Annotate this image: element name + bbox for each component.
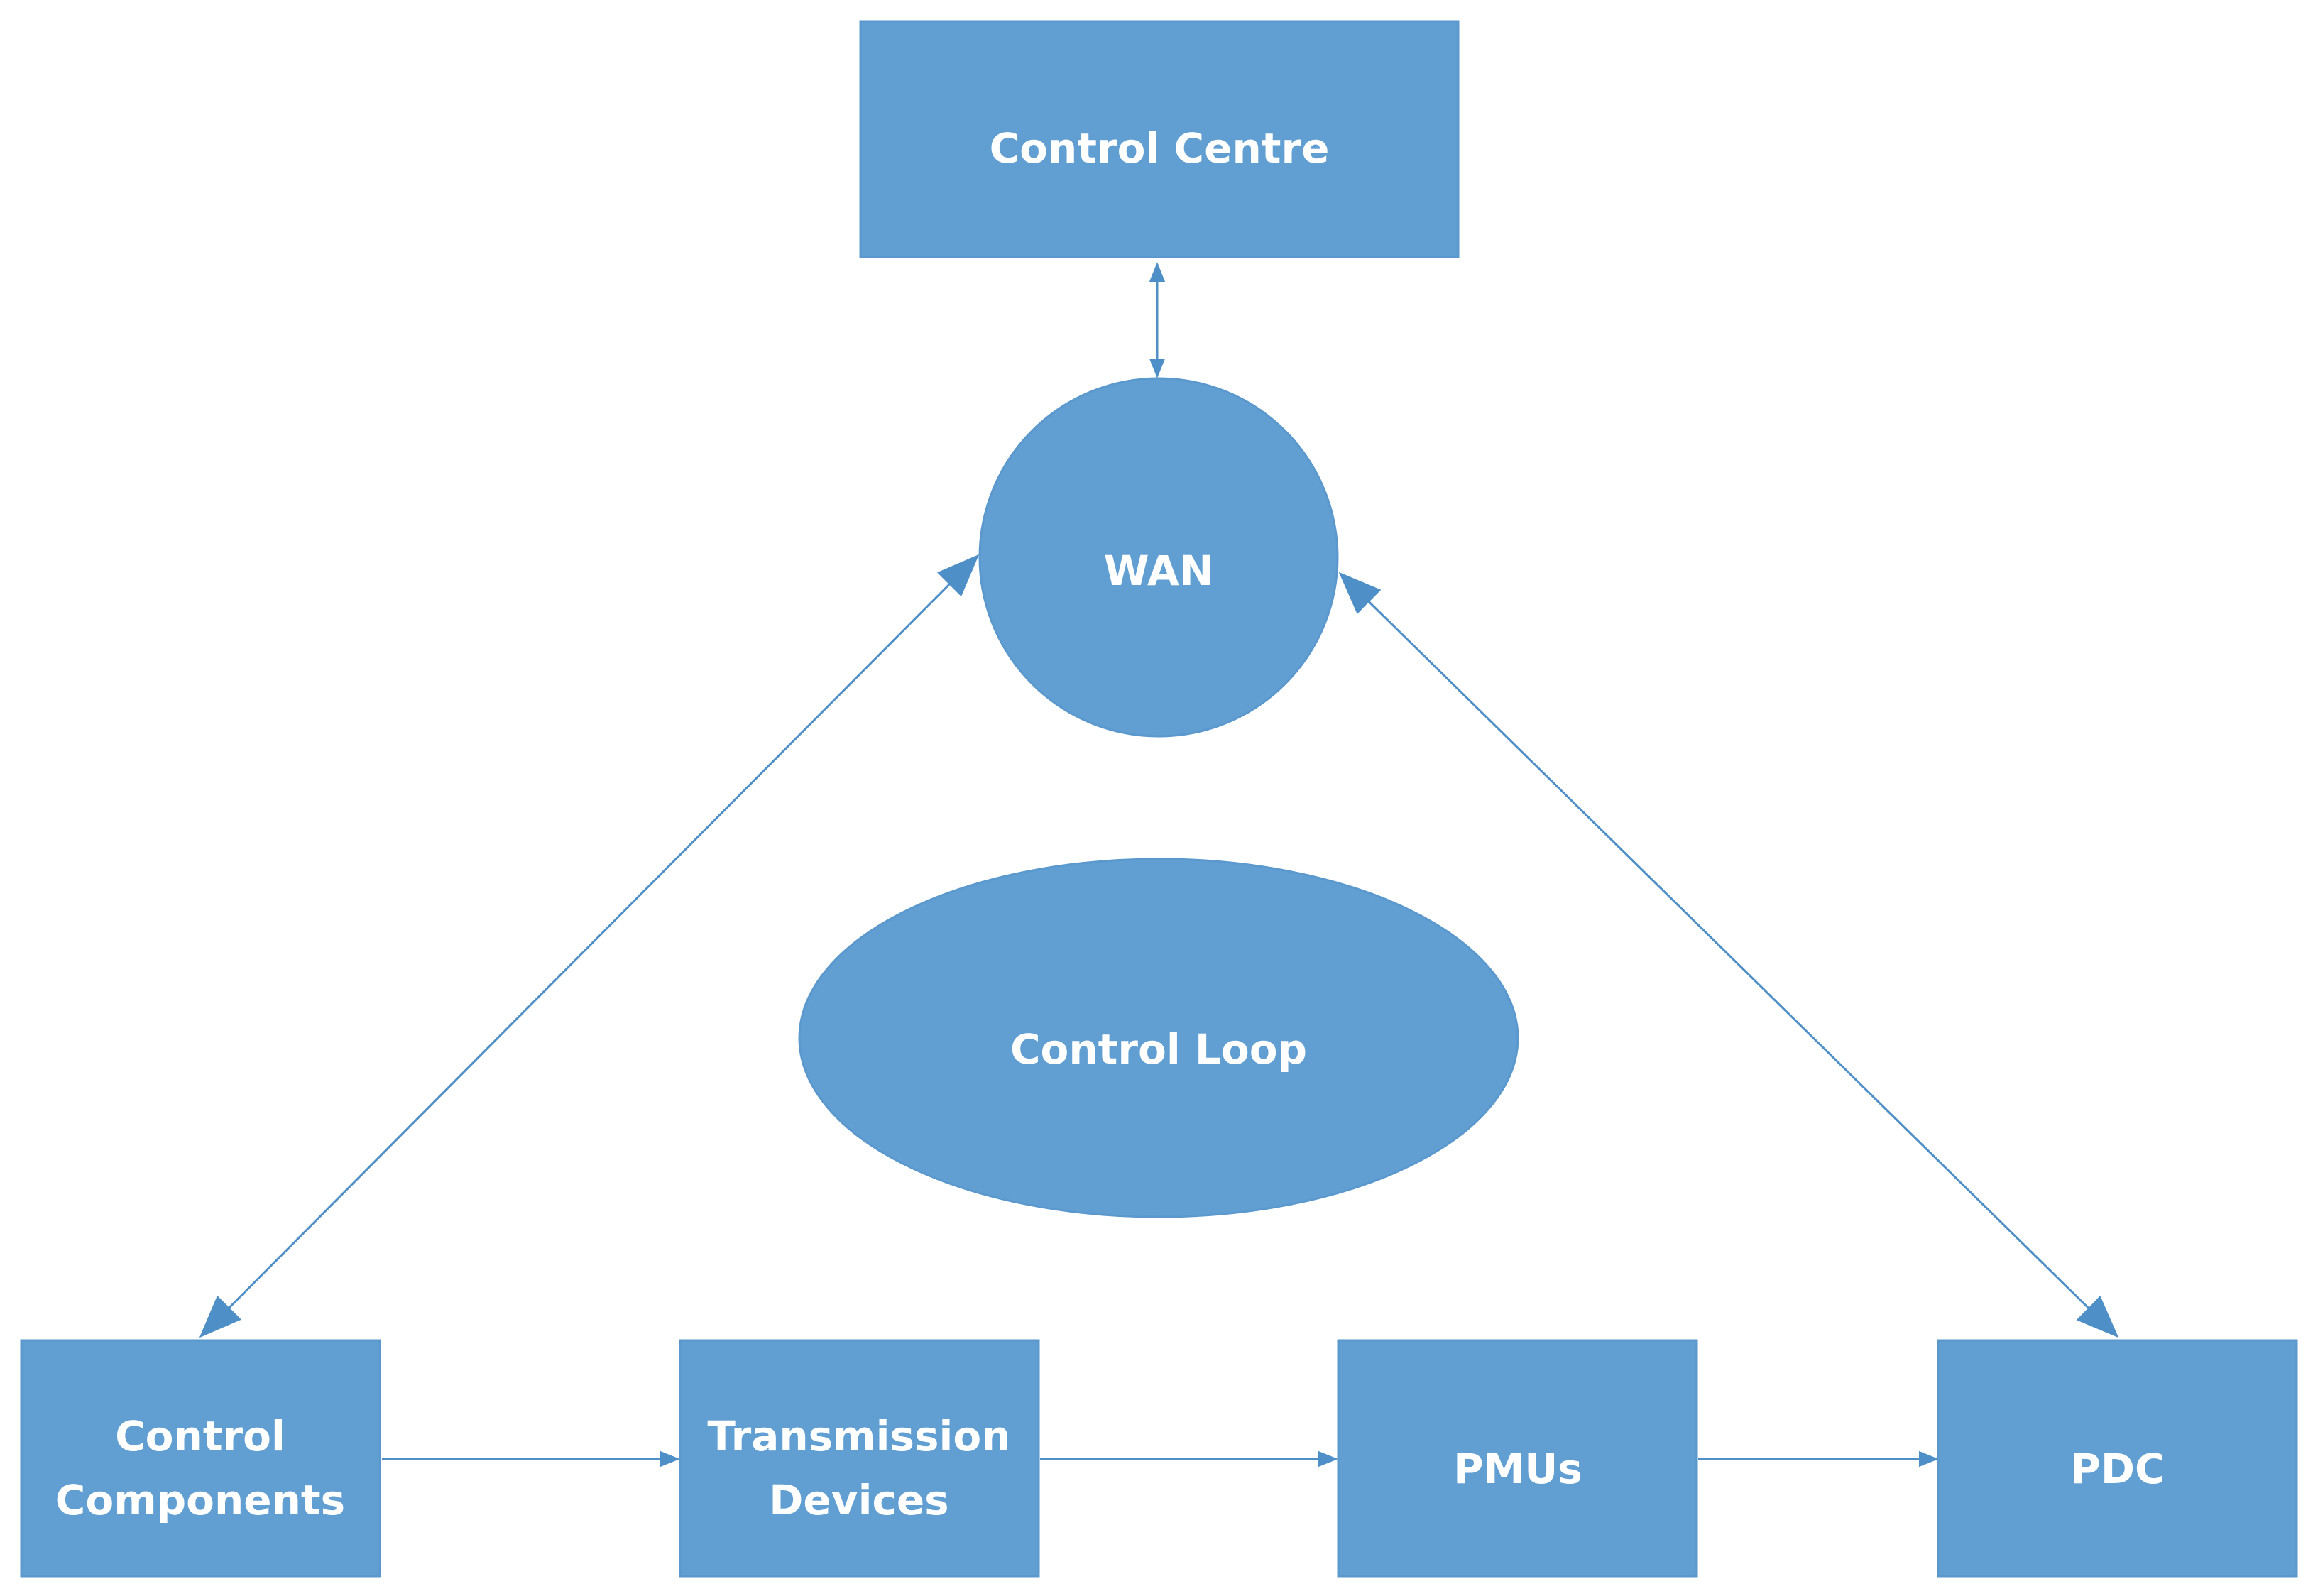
control-components-label-line1: Control [115, 1412, 285, 1460]
connectors [199, 262, 2119, 1467]
node-pdc: PDC [1937, 1339, 2298, 1578]
pmus-label: PMUs [1453, 1445, 1582, 1493]
wan-label: WAN [1104, 547, 1214, 595]
node-wan: WAN [978, 377, 1339, 738]
node-control-components: Control Components [20, 1339, 381, 1578]
node-transmission-devices: Transmission Devices [679, 1339, 1040, 1578]
edge-wan-pdc [1338, 572, 2119, 1338]
control-centre-label: Control Centre [990, 124, 1330, 173]
control-components-box [20, 1339, 381, 1578]
transmission-devices-box [679, 1339, 1040, 1578]
control-centre-box [859, 20, 1460, 258]
control-loop-label: Control Loop [1010, 1025, 1307, 1073]
node-control-centre: Control Centre [859, 20, 1460, 258]
transmission-devices-label-line2: Devices [769, 1476, 948, 1524]
control-loop-ellipse [798, 858, 1519, 1218]
node-pmus: PMUs [1337, 1339, 1698, 1578]
wan-circle [978, 377, 1339, 738]
edge-wan-control-components [199, 554, 980, 1338]
pmus-box [1337, 1339, 1698, 1578]
transmission-devices-label-line1: Transmission [707, 1412, 1010, 1460]
control-components-label-line2: Components [55, 1476, 345, 1524]
pdc-box [1937, 1339, 2298, 1578]
pdc-label: PDC [2070, 1445, 2165, 1493]
node-control-loop: Control Loop [798, 858, 1519, 1218]
